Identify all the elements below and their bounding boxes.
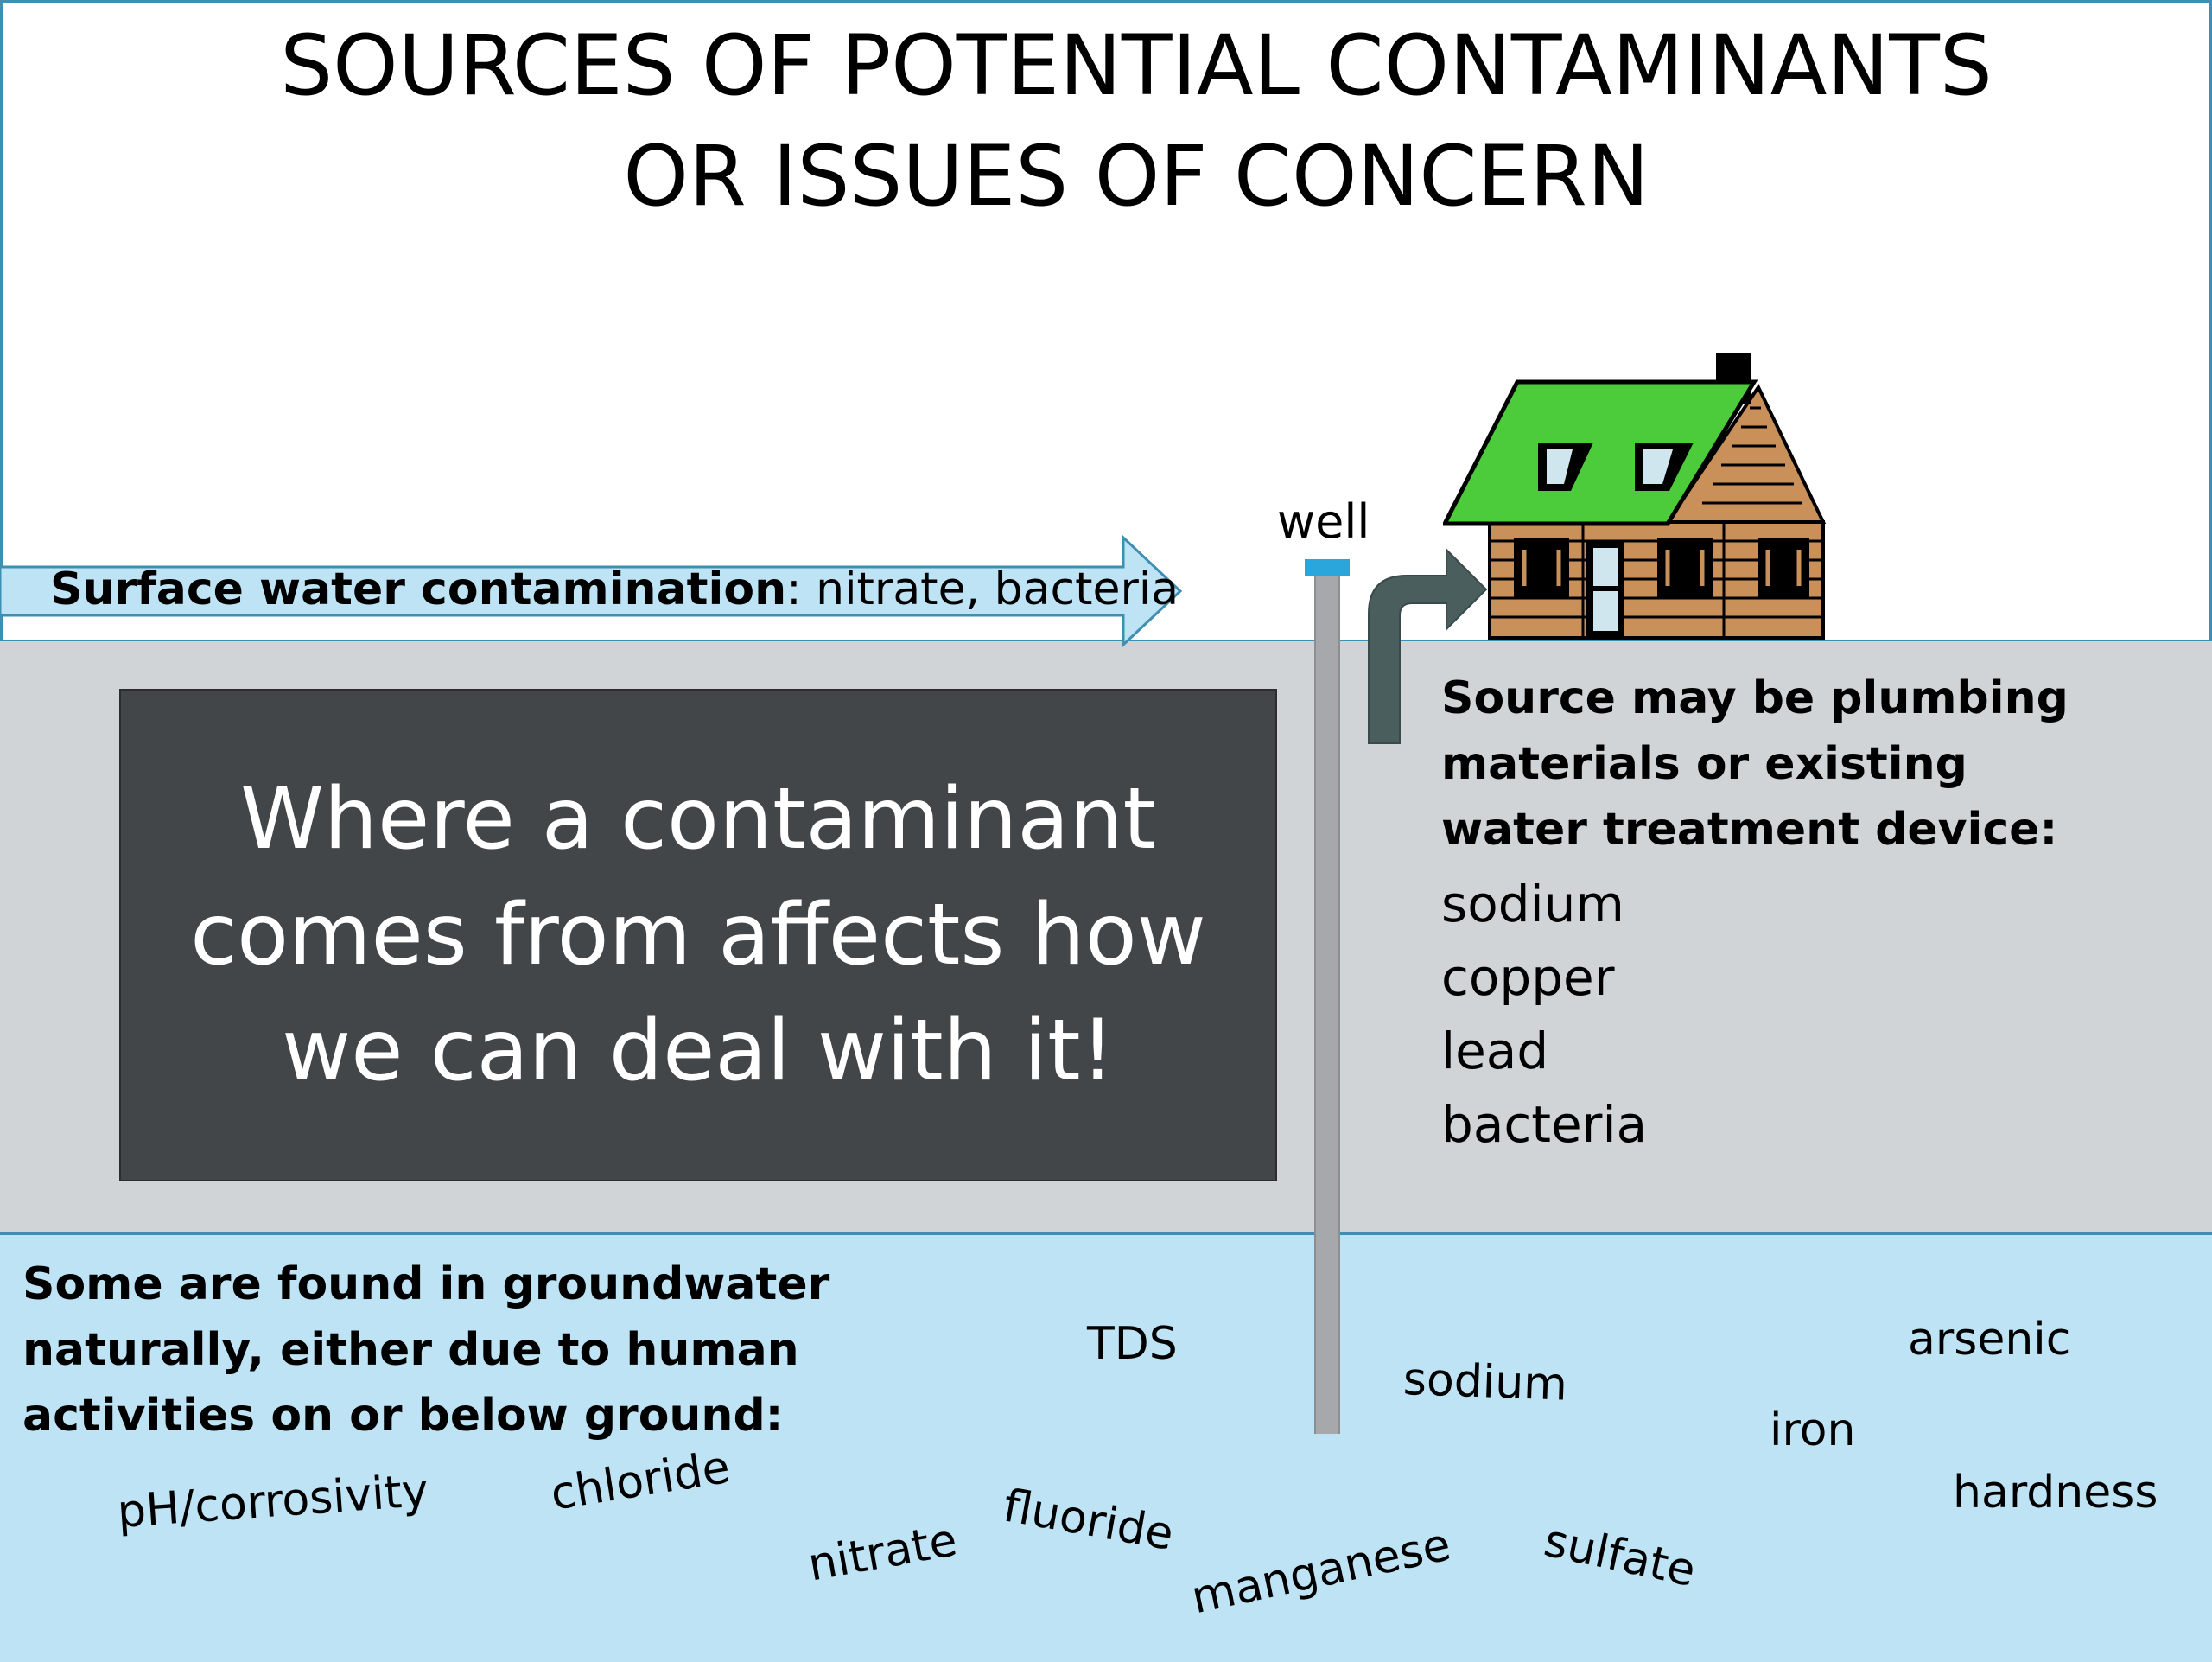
- list-item: lead: [1441, 1022, 1549, 1080]
- groundwater-layer: [0, 1232, 2212, 1662]
- plumbing-sources: Source may be plumbing materials or exis…: [1441, 665, 2098, 1162]
- well-pipe: [1314, 576, 1340, 1434]
- message-box: Where a contaminant comes from affects h…: [119, 689, 1277, 1181]
- well-label: well: [1277, 494, 1370, 549]
- dormer-windows: [1538, 443, 1694, 491]
- surface-water-label: Surface water contamination: nitrate, ba…: [50, 564, 1179, 615]
- well-cap: [1305, 559, 1350, 576]
- surface-label-rest: : nitrate, bacteria: [786, 564, 1179, 615]
- log-cabin-icon: [1443, 353, 1827, 640]
- cabin-roof: [1443, 379, 1758, 526]
- groundwater-contaminant: iron: [1770, 1404, 1856, 1456]
- groundwater-heading: Some are found in groundwater naturally,…: [22, 1258, 830, 1442]
- slide-title: SOURCES OF POTENTIAL CONTAMINANTS OR ISS…: [0, 10, 2212, 232]
- groundwater-contaminant: TDS: [1087, 1318, 1178, 1370]
- arrow-right-icon: [0, 534, 1183, 648]
- groundwater-contaminant: arsenic: [1908, 1314, 2071, 1366]
- groundwater-contaminant: hardness: [1953, 1467, 2158, 1519]
- list-item: copper: [1441, 948, 1615, 1007]
- message-text: Where a contaminant comes from affects h…: [190, 770, 1206, 1100]
- wall-windows: [1514, 538, 1809, 598]
- title-line-2: OR ISSUES OF CONCERN: [623, 128, 1649, 225]
- title-line-1: SOURCES OF POTENTIAL CONTAMINANTS: [280, 17, 1993, 114]
- bent-pipe-arrow-icon: [1368, 547, 1488, 744]
- groundwater-contaminant: sodium: [1402, 1353, 1568, 1411]
- list-item: sodium: [1441, 875, 1624, 933]
- plumbing-heading: Source may be plumbing materials or exis…: [1441, 672, 2069, 856]
- list-item: bacteria: [1441, 1095, 1648, 1154]
- surface-label-bold: Surface water contamination: [50, 564, 787, 615]
- plumbing-list: sodium copper lead bacteria: [1441, 868, 2098, 1162]
